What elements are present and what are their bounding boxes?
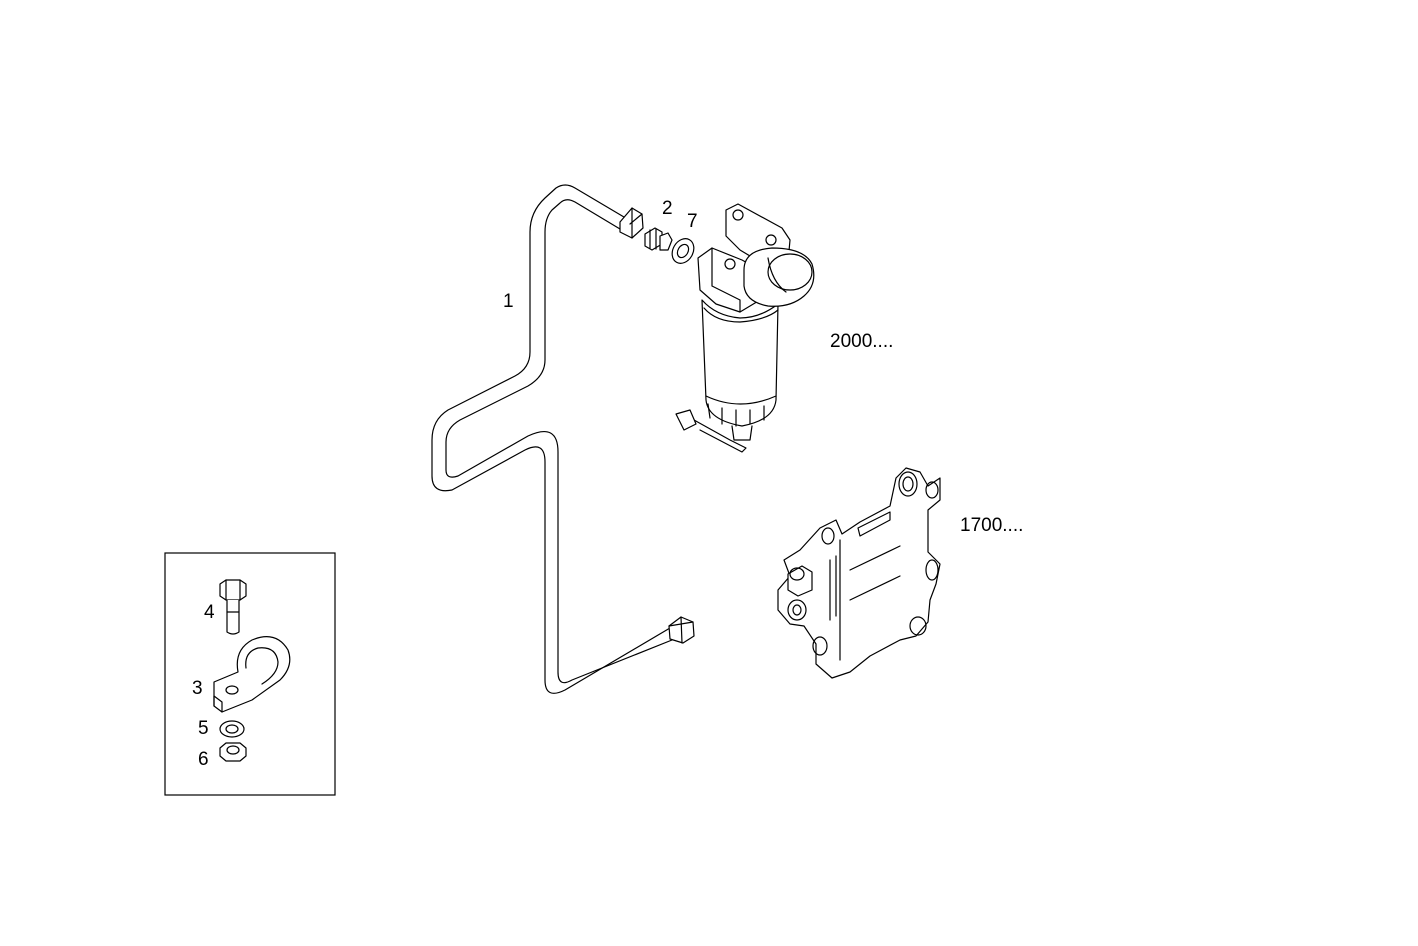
adapter-plate — [777, 467, 941, 679]
inset-box — [164, 552, 336, 796]
banjo-fitting — [644, 227, 673, 251]
callout-5: 5 — [198, 718, 209, 739]
callout-2000: 2000.... — [830, 331, 894, 352]
fuel-pipe — [431, 184, 673, 694]
callout-2: 2 — [662, 198, 673, 219]
pipe-nut-bottom — [668, 616, 695, 644]
callout-4: 4 — [204, 602, 215, 623]
fuel-filter-assembly — [675, 203, 815, 453]
callout-6: 6 — [198, 749, 209, 770]
p-clamp — [213, 636, 291, 713]
washer — [219, 720, 245, 738]
callout-1700: 1700.... — [960, 515, 1024, 536]
callout-3: 3 — [192, 678, 203, 699]
callout-7: 7 — [687, 211, 698, 232]
seal-ring — [671, 238, 695, 264]
nut — [219, 742, 247, 762]
callout-1: 1 — [503, 291, 514, 312]
pipe-nut-top — [619, 207, 644, 239]
bolt — [219, 579, 247, 635]
